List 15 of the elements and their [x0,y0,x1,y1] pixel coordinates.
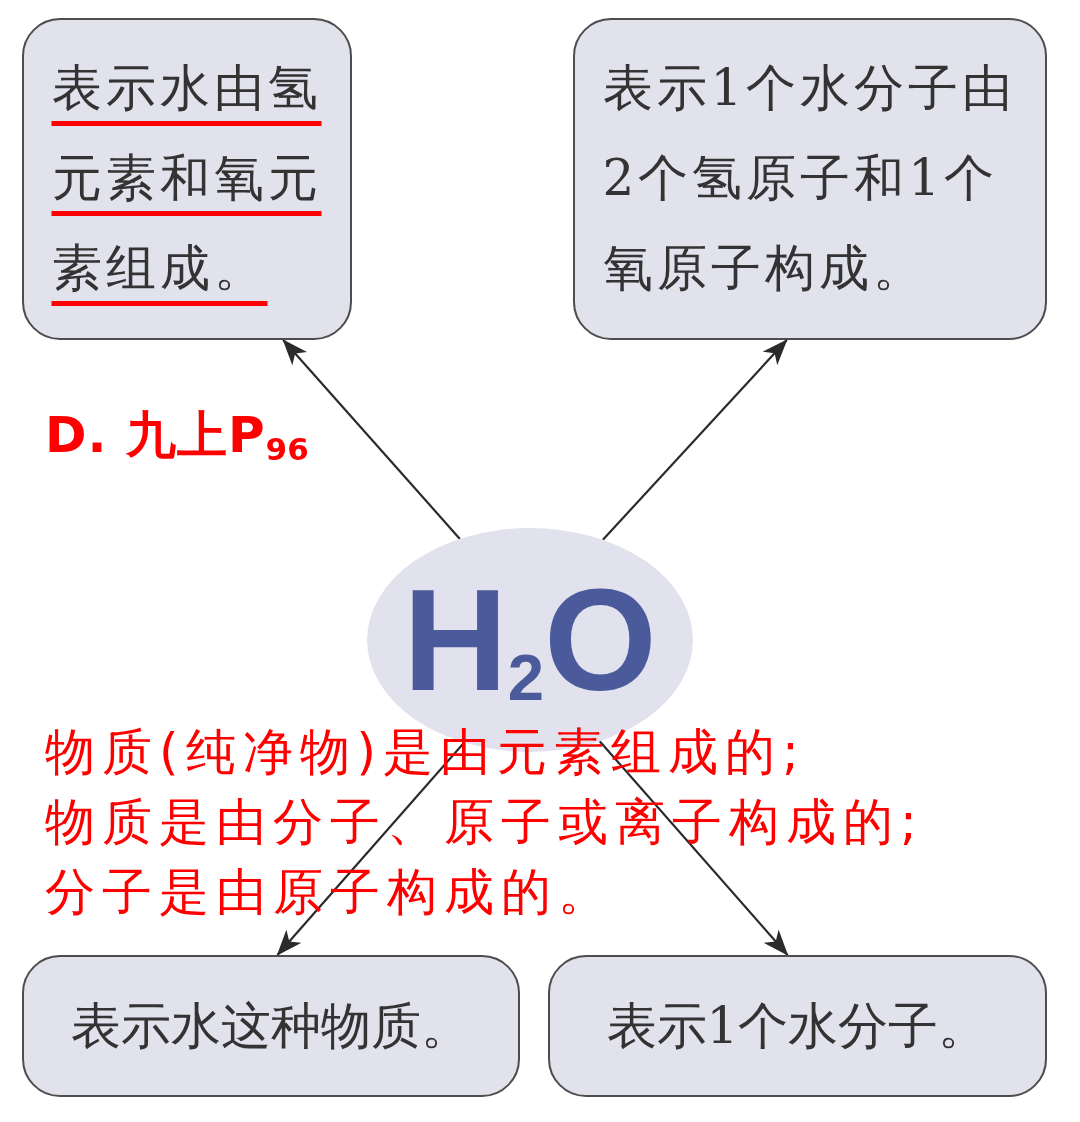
text-box [573,18,1047,340]
arrow [602,339,788,541]
text-box [22,955,520,1097]
arrow [282,339,461,540]
description-text: 表示1个水分子由2个氢原子和1个氧原子构成。 [602,57,1018,299]
description-text: 表示水这种物质。 [71,996,471,1056]
text-box [548,955,1047,1097]
text-box [22,18,352,340]
arrow [598,740,789,956]
annotation-text: 物质是由分子、原子或离子构成的; [45,792,924,852]
description-text: 表示1个水分子。 [606,996,989,1056]
formula-text: H$_{2}$O [403,567,657,713]
page-reference: D. 九上P$_{96}$ [45,405,309,469]
annotation-text: 分子是由原子构成的。 [45,862,615,922]
underlined-text: 表示水由氢元素和氧元素组成。 [51,57,323,299]
